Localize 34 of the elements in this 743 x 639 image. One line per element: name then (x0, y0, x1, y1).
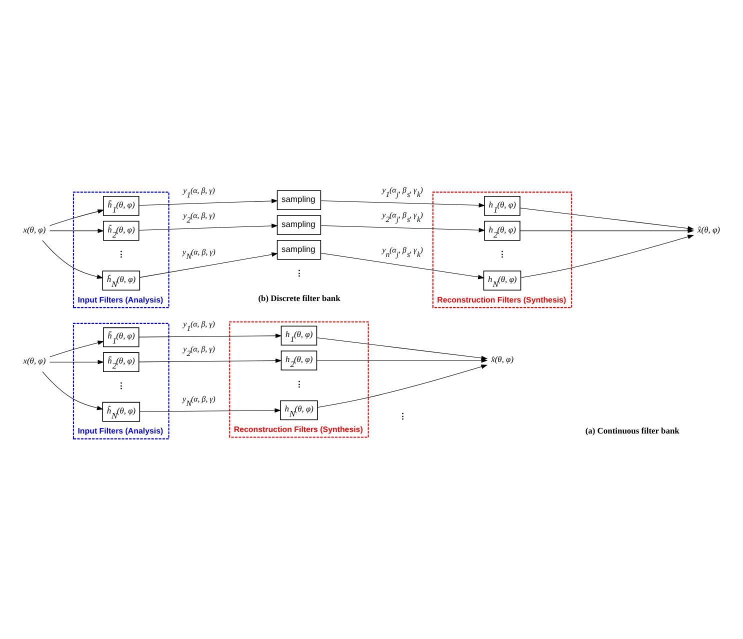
arrow (50, 340, 104, 357)
arrow (140, 408, 282, 412)
label: ⋮ (294, 378, 303, 388)
arrow (138, 333, 282, 338)
label: ⋮ (294, 268, 303, 278)
arrow (50, 208, 104, 226)
node-text: x̂(θ, φ) (698, 224, 720, 234)
node-text: x(θ, φ) (23, 224, 46, 234)
label: ⋮ (498, 248, 506, 259)
node-box: sampling (276, 190, 322, 210)
label: (b) Discrete filter bank (258, 292, 340, 303)
node-box: sampling (276, 214, 322, 234)
label: ⋮ (116, 380, 125, 390)
arrow (42, 240, 104, 278)
arrow (320, 224, 486, 232)
arrow (520, 234, 694, 278)
node-text: x̂(θ, φ) (491, 353, 514, 364)
label: (a) Continuous filter bank (585, 424, 680, 435)
arrow (138, 358, 282, 362)
arrow (320, 252, 484, 279)
arrow (520, 207, 694, 230)
label: ⋮ (116, 248, 125, 259)
arrow (50, 359, 104, 364)
arrow (316, 336, 488, 360)
node-text: x(θ, φ) (23, 355, 46, 366)
arrow (138, 223, 278, 230)
arrow (50, 228, 104, 233)
arrow (320, 200, 486, 207)
arrow (317, 364, 488, 408)
label: ⋮ (398, 410, 406, 421)
arrow (138, 198, 278, 206)
arrow (140, 252, 278, 278)
node-box: sampling (276, 239, 322, 260)
arrow (42, 370, 104, 410)
